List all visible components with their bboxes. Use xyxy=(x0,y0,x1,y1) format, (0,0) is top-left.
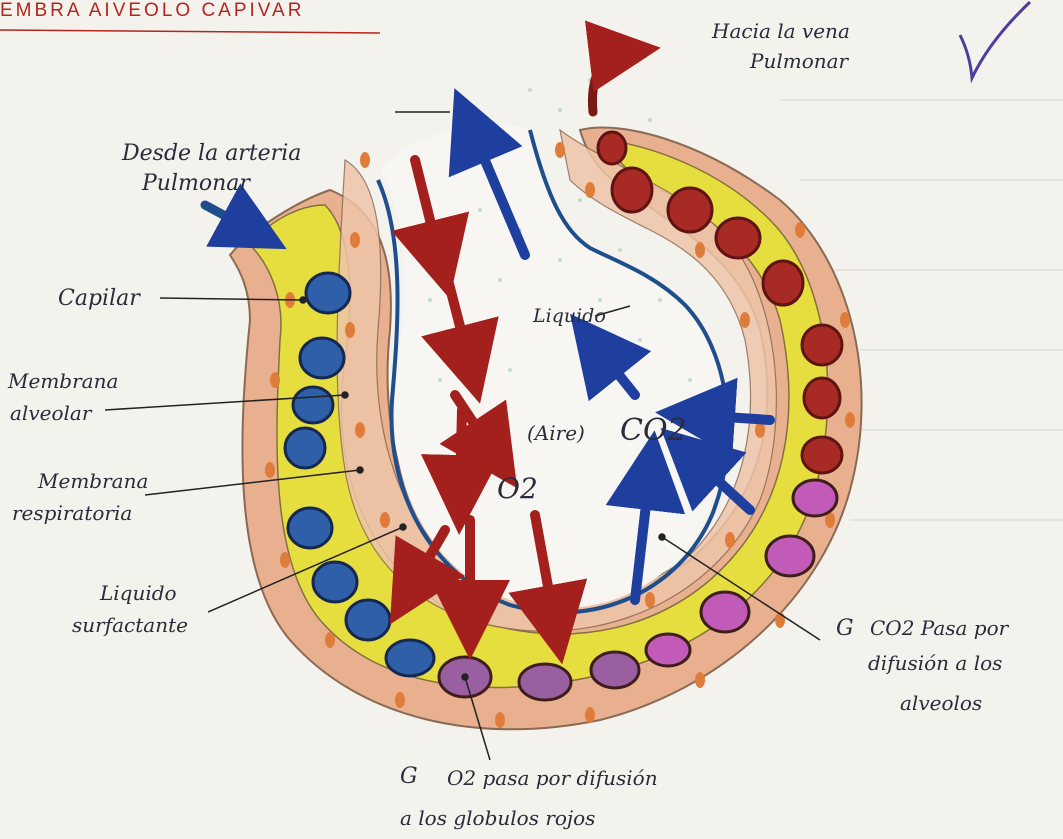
diagram-title: EMBRA AIVEOLO CAPIVAR xyxy=(0,0,304,21)
label-membrana-alveolar-1: Membrana xyxy=(7,369,118,393)
red-blood-cell xyxy=(285,428,325,468)
red-blood-cell xyxy=(793,480,837,516)
note-o2-1: O2 pasa por difusión xyxy=(447,766,658,790)
red-blood-cell xyxy=(804,378,840,418)
label-liquido-surfactante-1: Liquido xyxy=(99,581,177,605)
vein-arrow xyxy=(592,52,625,112)
red-blood-cell xyxy=(646,634,690,666)
label-vein-2: Pulmonar xyxy=(749,49,850,73)
label-artery-1: Desde la arteria xyxy=(121,141,301,166)
label-membrana-respiratoria-2: respiratoria xyxy=(12,501,132,525)
red-blood-cell xyxy=(306,273,350,313)
red-blood-cell xyxy=(346,600,390,640)
note-o2-marker: G xyxy=(400,764,418,789)
label-capilar: Capilar xyxy=(58,286,141,311)
label-o2: O2 xyxy=(497,472,538,505)
red-blood-cell xyxy=(802,325,842,365)
red-blood-cell xyxy=(668,188,712,232)
checkmark-icon xyxy=(960,2,1030,78)
red-blood-cell xyxy=(591,652,639,688)
note-co2-2: difusión a los xyxy=(868,651,1002,675)
red-blood-cell xyxy=(300,338,344,378)
red-blood-cell xyxy=(519,664,571,700)
label-vein-1: Hacia la vena xyxy=(711,19,850,43)
label-liquido: Liquido xyxy=(532,305,606,327)
label-artery-2: Pulmonar xyxy=(141,171,251,196)
red-blood-cell xyxy=(716,218,760,258)
artery-arrow xyxy=(205,205,255,232)
note-co2-marker: G xyxy=(836,616,854,641)
red-blood-cell xyxy=(766,536,814,576)
red-blood-cell xyxy=(386,640,434,676)
red-blood-cell xyxy=(612,168,652,212)
title-underline xyxy=(0,30,380,33)
label-membrana-alveolar-2: alveolar xyxy=(10,401,93,425)
red-blood-cell xyxy=(313,562,357,602)
label-aire: (Aire) xyxy=(527,421,585,445)
label-liquido-surfactante-2: surfactante xyxy=(72,613,188,637)
red-blood-cell xyxy=(701,592,749,632)
note-co2-3: alveolos xyxy=(900,691,982,715)
red-blood-cell xyxy=(288,508,332,548)
label-co2: CO2 xyxy=(620,413,687,448)
red-blood-cell xyxy=(598,132,626,164)
note-co2-1: CO2 Pasa por xyxy=(870,616,1010,640)
red-blood-cell xyxy=(802,437,842,473)
red-blood-cell xyxy=(293,387,333,423)
label-membrana-respiratoria-1: Membrana xyxy=(37,469,148,493)
red-blood-cell xyxy=(763,261,803,305)
note-o2-2: a los globulos rojos xyxy=(400,806,595,830)
